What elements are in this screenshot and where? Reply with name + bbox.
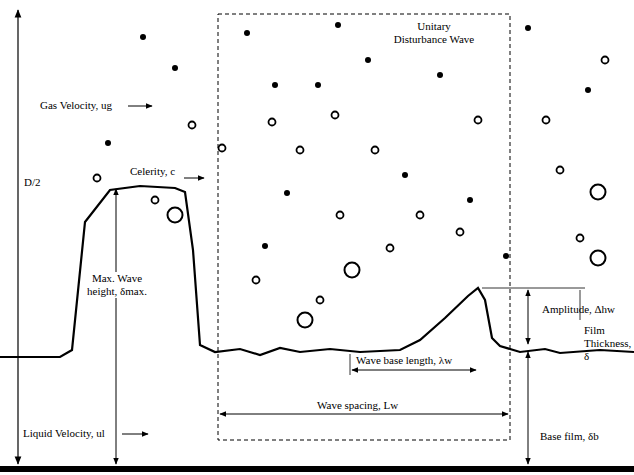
droplet: [577, 235, 584, 242]
droplet: [219, 145, 226, 152]
dimension-label: Max. Wave height, δmax.: [84, 272, 150, 298]
amplitude-arrow: [528, 290, 529, 344]
radius-arrow: [17, 10, 18, 464]
droplet: [105, 140, 111, 146]
droplet: [475, 117, 482, 124]
droplet: [591, 251, 606, 266]
droplet: [557, 167, 564, 174]
droplet: [437, 72, 443, 78]
base-length-tick: [350, 354, 351, 375]
droplet: [335, 22, 341, 28]
droplet: [372, 147, 379, 154]
droplet: [253, 277, 260, 284]
droplet: [525, 25, 531, 31]
max-height-arrow: [116, 189, 117, 464]
droplet: [272, 82, 278, 88]
droplet: [244, 30, 250, 36]
droplet: [332, 112, 339, 119]
droplet: [457, 229, 464, 236]
droplet: [467, 197, 473, 203]
base-length-arrow: [352, 370, 476, 371]
droplet: [262, 243, 268, 249]
dimension-label: Base film, δb: [540, 430, 599, 443]
dimension-label: Film Thickness, δ: [584, 324, 632, 363]
droplet: [269, 119, 276, 126]
droplet: [297, 147, 304, 154]
liquid-arrow: [122, 434, 148, 435]
droplet: [152, 197, 159, 204]
droplet: [172, 65, 178, 71]
dimension-label: Liquid Velocity, ul: [22, 427, 106, 440]
droplet: [417, 212, 424, 219]
spacing-arrow: [220, 414, 508, 415]
base-film-arrow: [528, 352, 529, 464]
droplet: [503, 253, 509, 259]
gas-arrow: [128, 106, 152, 107]
dimension-label: Amplitude, Δhw: [542, 303, 615, 316]
droplet: [168, 208, 183, 223]
peak-line: [482, 288, 585, 289]
droplet: [189, 122, 196, 129]
unit-wave-box: [218, 14, 510, 440]
droplet: [345, 263, 360, 278]
dimension-label: D/2: [24, 176, 41, 189]
dimension-label: Gas Velocity, ug: [40, 99, 112, 112]
droplet: [591, 185, 606, 200]
droplet: [284, 190, 290, 196]
droplet: [585, 87, 591, 93]
dimension-label: Wave spacing, Lw: [316, 399, 399, 412]
droplet: [315, 82, 321, 88]
droplet: [387, 245, 394, 252]
droplet: [298, 313, 313, 328]
droplet: [317, 297, 324, 304]
dimension-label: Celerity, c: [130, 165, 175, 178]
dimension-label: Wave base length, λw: [356, 354, 452, 367]
droplet: [94, 175, 101, 182]
droplet: [402, 172, 408, 178]
dimension-label: Unitary Disturbance Wave: [392, 20, 476, 46]
pipe-wall: [0, 466, 634, 472]
droplet: [543, 117, 550, 124]
droplet: [140, 34, 146, 40]
droplet: [337, 212, 344, 219]
celerity-arrow: [184, 178, 204, 179]
droplet: [365, 57, 371, 63]
film-profile: [0, 186, 634, 357]
droplet: [602, 57, 609, 64]
